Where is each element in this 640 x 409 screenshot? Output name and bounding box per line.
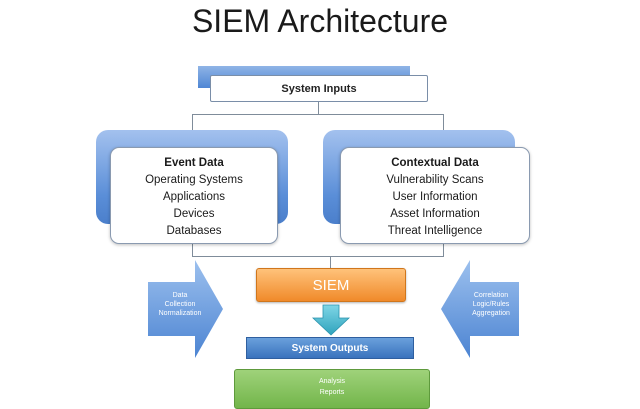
contextual-data-item: Asset Information	[390, 208, 480, 220]
contextual-data-heading: Contextual Data	[391, 157, 479, 169]
connector-line	[192, 256, 444, 257]
event-data-item: Operating Systems	[145, 174, 243, 186]
event-data-item: Databases	[166, 225, 222, 237]
down-arrow-icon	[311, 304, 351, 336]
system-inputs-box: System Inputs	[210, 75, 428, 102]
connector-line	[318, 102, 319, 114]
page-title: SIEM Architecture	[191, 3, 449, 39]
event-data-item: Applications	[162, 191, 225, 203]
left-arrow-line: Normalization	[158, 310, 202, 317]
connector-line	[192, 243, 193, 256]
output-line: Reports	[319, 389, 345, 396]
contextual-data-item: User Information	[392, 191, 478, 203]
connector-line	[443, 114, 444, 132]
right-arrow-line: Correlation	[473, 292, 509, 299]
right-arrow-label: Correlation Logic/Rules Aggregation	[460, 291, 522, 318]
siem-box: SIEM	[256, 268, 406, 302]
connector-line	[192, 114, 193, 132]
right-arrow-line: Aggregation	[472, 310, 510, 317]
contextual-data-card: Contextual Data Vulnerability Scans User…	[340, 147, 530, 244]
connector-line	[330, 256, 331, 268]
connector-line	[192, 114, 444, 115]
left-arrow-line: Data	[172, 292, 188, 299]
connector-line	[443, 243, 444, 256]
contextual-data-item: Threat Intelligence	[387, 225, 483, 237]
contextual-data-item: Vulnerability Scans	[386, 174, 484, 186]
event-data-heading: Event Data	[164, 157, 224, 169]
left-arrow-label: Data Collection Normalization	[148, 291, 212, 318]
left-process-arrow	[148, 260, 223, 358]
left-arrow-line: Collection	[164, 301, 196, 308]
event-data-card: Event Data Operating Systems Application…	[110, 147, 278, 244]
output-line: Analysis	[318, 378, 346, 385]
right-arrow-line: Logic/Rules	[472, 301, 510, 308]
analysis-reports-box: Analysis Reports	[234, 369, 430, 409]
system-outputs-box: System Outputs	[246, 337, 414, 359]
event-data-item: Devices	[173, 208, 215, 220]
right-process-arrow	[441, 260, 519, 358]
